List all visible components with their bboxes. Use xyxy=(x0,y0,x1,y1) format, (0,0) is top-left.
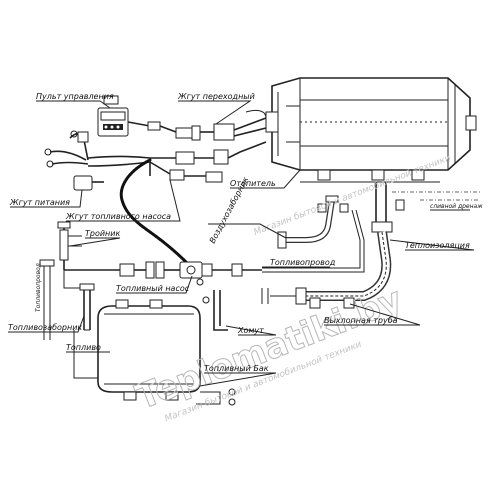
label-control-panel: Пульт управления xyxy=(36,92,114,101)
exhaust-pipe xyxy=(261,182,393,309)
watermark-main: Teplomatiki.by xyxy=(131,280,408,418)
watermark-sub-2: Магазин бытовой и автомобильной техники xyxy=(253,153,453,238)
label-exhaust: Выхлопная труба xyxy=(324,316,398,325)
tee-assembly xyxy=(57,221,82,270)
label-adapter-harness: Жгут переходный xyxy=(177,92,255,101)
fuel-tank xyxy=(97,299,236,406)
label-pump-harness: Жгут топливного насоса xyxy=(65,212,171,221)
clamp xyxy=(196,278,228,331)
leader-lines xyxy=(8,100,475,387)
drain xyxy=(317,191,480,213)
heater-unit xyxy=(265,77,477,183)
label-fuel-intake: Топливозаборник xyxy=(8,323,82,332)
fuel-line-main xyxy=(64,261,180,279)
label-fuel: Топливо xyxy=(66,343,101,352)
label-power-harness: Жгут питания xyxy=(9,198,70,207)
right-fuel-pipe xyxy=(262,209,365,273)
label-heater: Отопитель xyxy=(230,179,276,188)
label-fuel-pipe-right: Топливопровод xyxy=(270,258,336,267)
label-tank: Топливный Бак xyxy=(204,364,269,373)
label-fuel-pipe-left: Топливопровод xyxy=(35,263,42,312)
fuel-intake xyxy=(73,283,98,379)
adapter-harness xyxy=(127,109,267,183)
left-fuel-pipe xyxy=(39,259,84,340)
label-drain: сливной дренаж xyxy=(430,203,483,210)
air-intake xyxy=(277,195,339,249)
label-fuel-pump: Топливный насос xyxy=(116,284,190,293)
label-insulation: Теплоизоляция xyxy=(405,241,470,250)
control-panel xyxy=(97,95,129,137)
power-harness xyxy=(44,130,151,191)
label-clamp: Хомут xyxy=(237,326,264,335)
fuel-pump xyxy=(179,261,262,279)
label-tee: Тройник xyxy=(85,229,120,238)
